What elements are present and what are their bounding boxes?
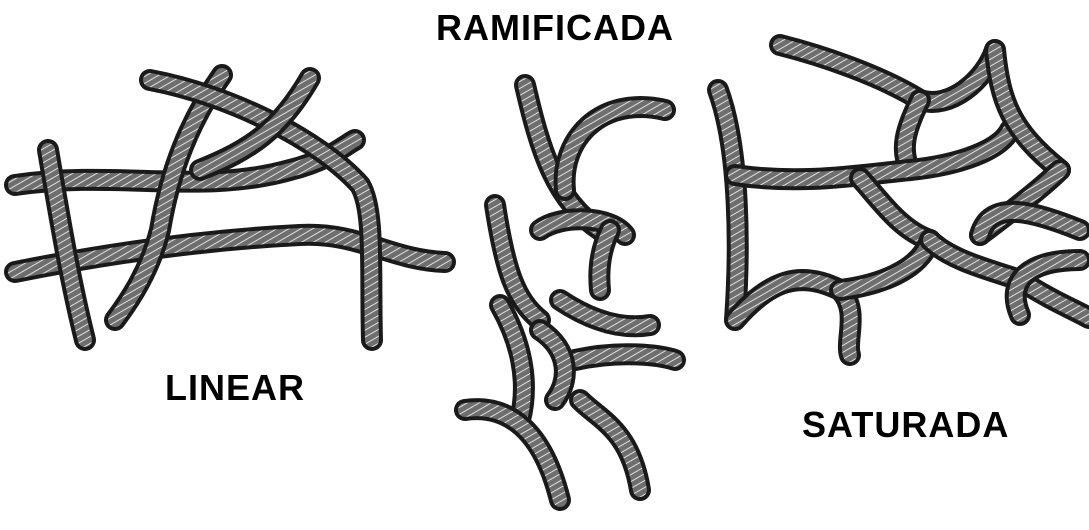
label-ramificada: RAMIFICADA <box>436 10 674 46</box>
linear-chain-4 <box>115 75 222 320</box>
network-chains <box>718 45 1089 355</box>
label-saturada: SATURADA <box>802 407 1009 443</box>
branched-chains <box>465 85 675 500</box>
linear-chains <box>15 75 445 340</box>
branched-chain-9 <box>575 354 675 360</box>
label-linear: LINEAR <box>165 370 305 406</box>
branched-chain-2-outline <box>565 107 665 190</box>
